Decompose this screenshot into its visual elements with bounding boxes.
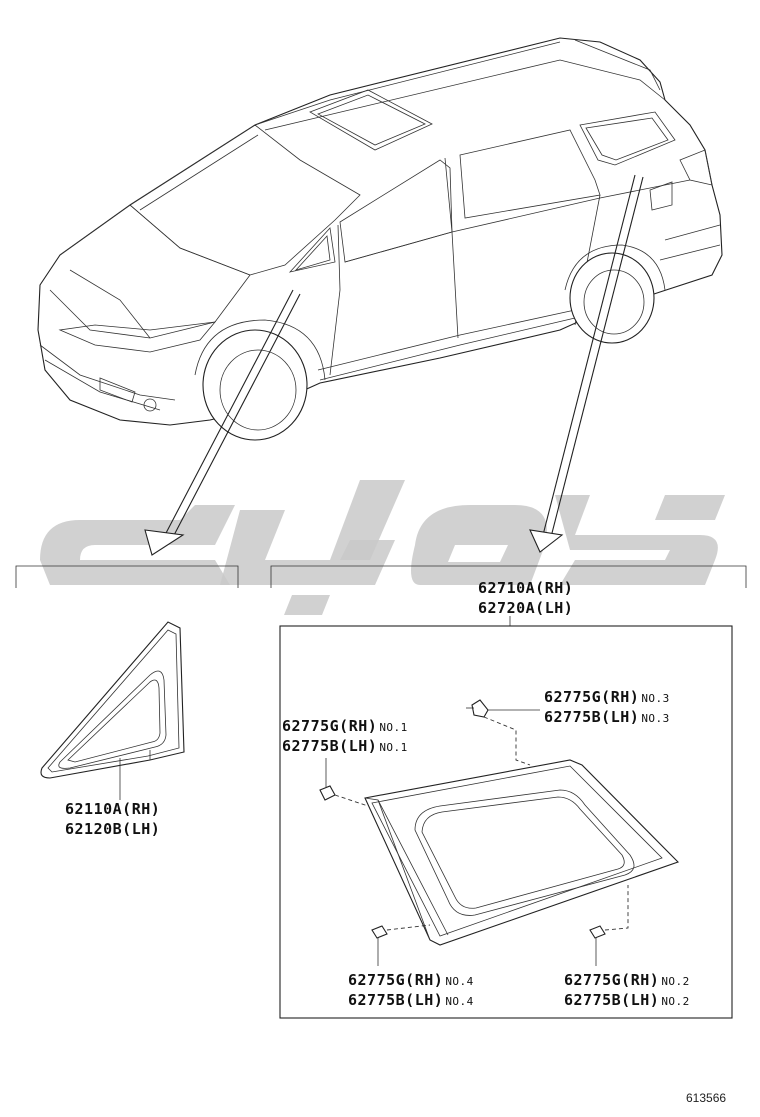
watermark-logo [40,480,725,615]
clip-no1-icon [319,785,336,801]
svg-text:62775B(LH)NO.1: 62775B(LH)NO.1 [282,737,408,755]
clip-no2-lh-no: NO.2 [661,995,690,1008]
svg-text:62775G(RH)NO.2: 62775G(RH)NO.2 [564,971,690,989]
svg-text:62775G(RH)NO.4: 62775G(RH)NO.4 [348,971,474,989]
clip-no4-lh-no: NO.4 [445,995,474,1008]
rear-window-part-lh: 62720A(LH) [478,599,573,617]
diagram-code: 613566 [686,1091,726,1105]
svg-text:62775B(LH)NO.4: 62775B(LH)NO.4 [348,991,474,1009]
clip-no1-rh-part: 62775G(RH) [282,717,377,735]
bracket-front-group [15,565,239,588]
clip-no1-rh-no: NO.1 [379,721,408,734]
pointer-arrow-front [144,289,301,556]
clip-no2-rh-no: NO.2 [661,975,690,988]
vehicle-illustration [37,37,723,441]
clip-no4-icon [371,925,388,939]
clip-no2-lh-part: 62775B(LH) [564,991,659,1009]
clip-no2-icon [589,925,606,939]
front-window-part-lh: 62120B(LH) [65,820,160,838]
clip-no4-rh-no: NO.4 [445,975,474,988]
rear-window-detail-frame [279,625,733,1019]
clip-no1-label: 62775G(RH)NO.1 62775B(LH)NO.1 [282,717,408,755]
svg-text:62775B(LH)NO.2: 62775B(LH)NO.2 [564,991,690,1009]
rear-window-part-rh: 62710A(RH) [478,579,573,597]
clip-no2-label: 62775G(RH)NO.2 62775B(LH)NO.2 [564,971,690,1009]
svg-text:62775B(LH)NO.3: 62775B(LH)NO.3 [544,708,670,726]
clip-no3-rh-no: NO.3 [641,692,670,705]
clip-no1-lh-no: NO.1 [379,741,408,754]
clip-no3-rh-part: 62775G(RH) [544,688,639,706]
clip-no3-lh-part: 62775B(LH) [544,708,639,726]
clip-no4-lh-part: 62775B(LH) [348,991,443,1009]
clip-no4-rh-part: 62775G(RH) [348,971,443,989]
svg-text:62775G(RH)NO.1: 62775G(RH)NO.1 [282,717,408,735]
svg-text:62775G(RH)NO.3: 62775G(RH)NO.3 [544,688,670,706]
clip-no2-rh-part: 62775G(RH) [564,971,659,989]
pointer-arrow-rear [529,174,644,553]
clip-no1-lh-part: 62775B(LH) [282,737,377,755]
clip-no3-icon [466,699,489,718]
clip-no3-label: 62775G(RH)NO.3 62775B(LH)NO.3 [544,688,670,726]
rear-quarter-window [364,759,680,946]
bracket-rear-group [270,565,747,588]
front-window-part-rh: 62110A(RH) [65,800,160,818]
clip-no4-label: 62775G(RH)NO.4 62775B(LH)NO.4 [348,971,474,1009]
front-quarter-window [40,621,185,800]
clip-no3-lh-no: NO.3 [641,712,670,725]
